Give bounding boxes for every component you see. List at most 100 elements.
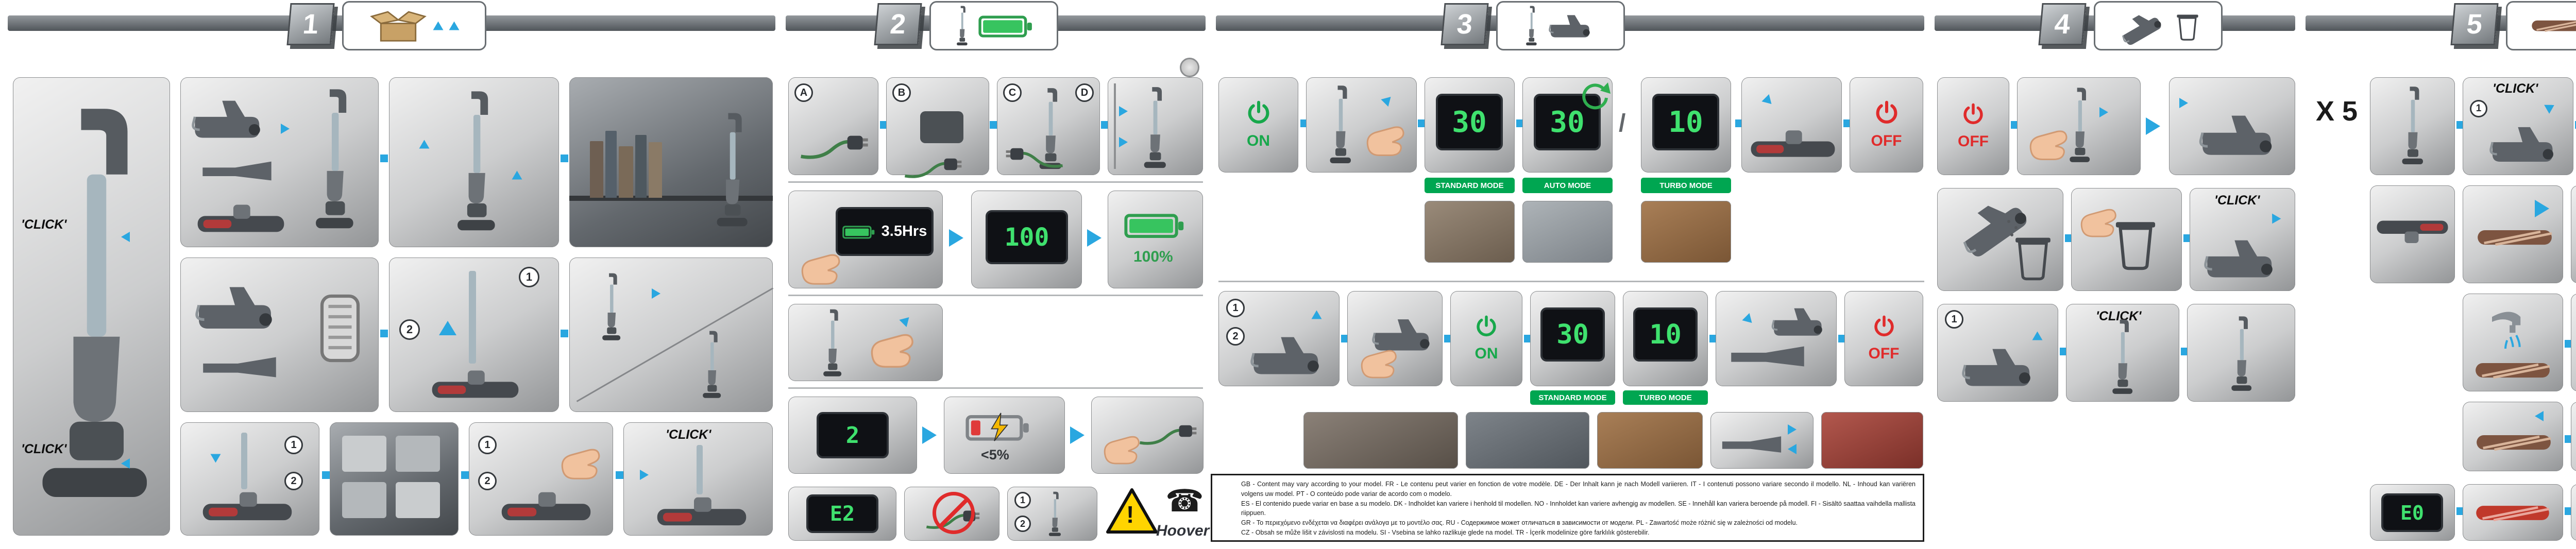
handheld-vacuum-icon [2199,107,2281,162]
trash-bin-icon [2175,11,2200,41]
storage-shelf-photo [569,77,773,247]
part-thumb [342,482,386,518]
auto-mode-display-panel: 30 [1522,77,1613,173]
accessories-panel [180,258,379,412]
connector-icon [2565,507,2572,515]
brushroll-icon [2531,18,2576,33]
crevice-tool-icon [1729,345,1806,368]
section5-number: 5 [2450,3,2499,45]
runtime-value: 30 [1452,105,1487,139]
letter-circle: A [794,83,813,102]
off-label: OFF [1958,132,1989,150]
handheld-panel [1347,291,1443,386]
connector-icon [1341,335,1349,342]
arrow-right-icon [2179,98,2188,108]
section4-icon-box [2094,1,2223,50]
arrow-up-right-icon [1381,93,1395,107]
release-handheld-panel: 1 2 [1218,291,1340,386]
power-off-icon [1962,102,1985,128]
letter-circle: D [1075,83,1094,102]
power-off-panel: OFF [1850,77,1923,173]
floorhead-panel [1741,77,1842,173]
arrow-up-icon [439,321,456,335]
divider [1218,281,1924,282]
connector-icon [1444,335,1452,342]
tools-swap-panel [1710,412,1814,469]
stick-vacuum-icon [953,5,971,46]
step-circle: 1 [1226,299,1245,317]
stick-vacuum-icon [1328,83,1352,166]
connector-icon [2060,348,2067,355]
connector-icon [1516,119,1524,127]
car-mat-cleaning-photo [1821,412,1923,469]
arrow-left-icon [2535,411,2544,421]
footnote-line: CZ - Obsah se může lišit v závislosti na… [1241,528,1650,536]
wall-mount-panel [569,258,774,412]
arrow-down-icon [210,454,221,463]
runtime-display: 100 [986,210,1068,264]
handheld-vacuum-icon [1250,329,1328,381]
handheld-vacuum-icon [192,93,269,144]
phone-icon: ☎ [1165,484,1204,518]
arrow-left-icon [121,232,130,242]
click-label: 'CLICK' [666,427,711,442]
connector-icon [2065,234,2073,242]
charge-time-label: 3.5Hrs [881,223,927,239]
display-value: 100 [1004,222,1049,252]
empty-dust-panel [1937,188,2063,291]
step-circle: 1 [519,267,539,287]
charger-plug-icon [1137,415,1198,447]
connector-icon [1843,119,1851,127]
charger-plug-icon [1004,138,1066,170]
click-label: 'CLICK' [2214,193,2260,208]
step-circle: 2 [284,472,303,490]
handheld-vacuum-icon [2489,119,2562,168]
unboxing-icon [370,7,427,44]
dust-particle [2014,226,2018,229]
floorhead-icon [2375,218,2450,246]
section5-icon-box [2506,1,2576,50]
no-washing-machine-panel [2571,185,2576,283]
charger-cable-panel: A [788,77,878,175]
arrow-right-icon [1087,229,1101,247]
part-thumb [396,436,440,472]
auto-cycle-icon [1578,78,1611,111]
click-head-panel: 'CLICK' [623,422,773,536]
shelf-board [569,196,773,201]
display-value: 2 [845,422,860,449]
tap-dust-panel [2071,188,2182,291]
stick-vacuum-icon [2110,316,2134,398]
stick-vacuum-icon [453,89,498,234]
warning-triangle-icon [1106,488,1158,534]
arrow-left-icon [121,458,130,469]
wand-tube [469,271,476,364]
off-label: OFF [1868,345,1900,362]
click-label: 'CLICK' [21,442,67,456]
turbo-mode-display-panel: 10 [1623,291,1708,386]
power-off-panel: OFF [1937,77,2009,175]
footnote-line: GR - Το περιεχόμενο ενδέχεται να διαφέρε… [1241,519,1798,526]
carpet-floor-photo [1425,201,1515,263]
error-display-panel: E0 [2370,484,2455,541]
brushroll-icon [2476,227,2553,248]
connector-icon [2565,435,2572,443]
battery-percent-label: 100% [1133,248,1173,265]
stick-vacuum-icon [1523,5,1539,46]
part-thumb [396,482,440,518]
floorhead-icon [196,201,286,235]
release-dustcup-panel [2017,77,2141,175]
charger-plug-icon [902,148,963,180]
error-display: E0 [2381,493,2443,532]
power-on-panel: ON [1218,77,1298,173]
runtime-value: 30 [1550,105,1585,139]
tap-water-icon [2485,302,2539,355]
divider [788,295,1203,296]
attach-tool-panel [1716,291,1837,386]
dust-particle [2010,233,2013,236]
battery-low-icon [965,411,1032,443]
arrow-up-icon [512,170,522,180]
connector-icon [2575,121,2576,129]
arrow-right-icon [1119,137,1128,147]
wall-dock-panel [1108,77,1203,175]
trash-bin-icon [2012,231,2054,281]
